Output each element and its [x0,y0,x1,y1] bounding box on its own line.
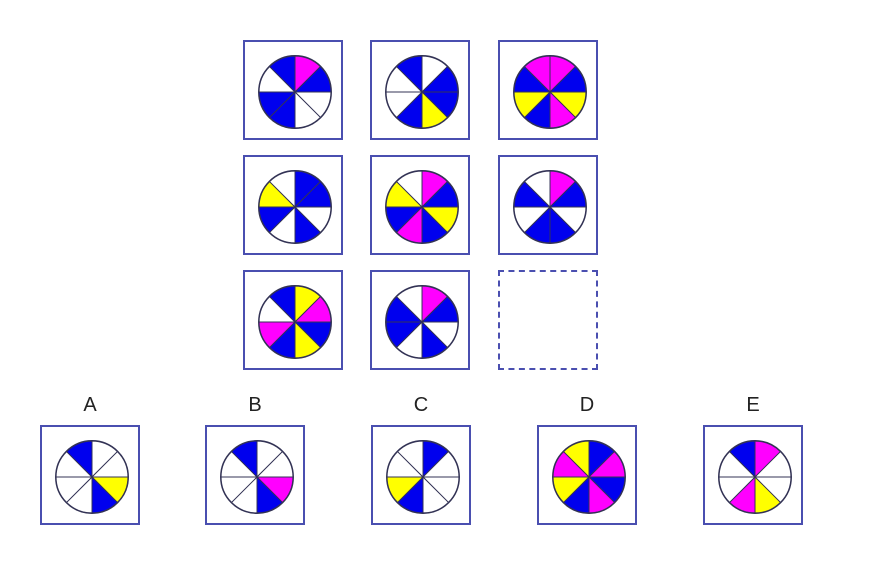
option-c[interactable] [371,425,471,525]
option-label-d: D [579,394,595,416]
wheel-outline [55,440,129,514]
grid-cell-r3c2 [370,270,470,370]
pie-wheel [258,55,332,129]
wheel-outline [513,55,587,129]
wheel-outline [385,170,459,244]
option-a[interactable] [40,425,140,525]
grid-cell-r2c2 [370,155,470,255]
option-label-c: C [413,394,429,416]
pie-wheel [552,440,626,514]
pie-wheel [385,170,459,244]
pie-wheel [258,285,332,359]
option-e[interactable] [703,425,803,525]
grid-cell-r1c3 [498,40,598,140]
option-label-e: E [746,394,760,416]
pie-wheel [718,440,792,514]
missing-cell [498,270,598,370]
pie-wheel [386,440,460,514]
pie-wheel [513,170,587,244]
grid-cell-r1c1 [243,40,343,140]
wheel-outline [220,440,294,514]
pie-wheel [513,55,587,129]
wheel-outline [552,440,626,514]
wheel-outline [385,55,459,129]
option-label-a: A [83,394,97,416]
pie-wheel [385,285,459,359]
wheel-outline [718,440,792,514]
pie-wheel [385,55,459,129]
wheel-outline [385,285,459,359]
grid-cell-r3c1 [243,270,343,370]
pie-wheel [258,170,332,244]
pie-wheel [55,440,129,514]
option-label-b: B [248,394,262,416]
wheel-outline [258,285,332,359]
grid-cell-r2c1 [243,155,343,255]
wheel-outline [513,170,587,244]
option-d[interactable] [537,425,637,525]
option-b[interactable] [205,425,305,525]
wheel-outline [258,170,332,244]
pie-wheel [220,440,294,514]
wheel-outline [258,55,332,129]
wheel-outline [386,440,460,514]
grid-cell-r2c3 [498,155,598,255]
grid-cell-r1c2 [370,40,470,140]
